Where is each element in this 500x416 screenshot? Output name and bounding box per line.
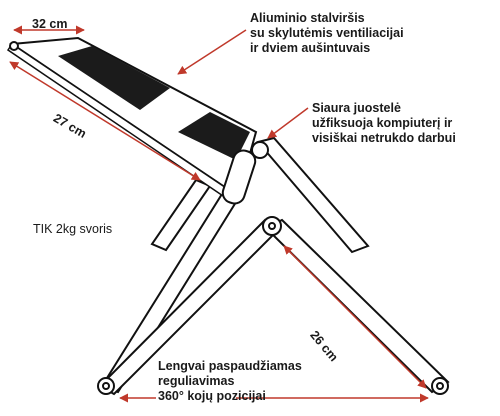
arrow-depth bbox=[9, 61, 201, 181]
pointer-strap bbox=[267, 107, 309, 139]
arrow-leg bbox=[283, 245, 427, 389]
pointer-tabletop bbox=[177, 29, 247, 75]
pivot-joints bbox=[9, 41, 449, 395]
strap-knob bbox=[251, 141, 269, 159]
strap-annotation: Siaura juostelė užfiksuoja kompiuterį ir… bbox=[312, 101, 456, 145]
tabletop-corner-pivot bbox=[9, 41, 19, 51]
pivot-joint-center-inner bbox=[268, 222, 276, 230]
dimension-arrows bbox=[9, 25, 429, 403]
foot-joint-left-inner bbox=[102, 382, 110, 390]
hinge-roller bbox=[221, 149, 257, 205]
stand-legs bbox=[98, 136, 450, 396]
weight-annotation: TIK 2kg svoris bbox=[33, 222, 113, 236]
foot-joint-right-inner bbox=[436, 382, 444, 390]
tabletop bbox=[6, 36, 269, 205]
tabletop-annotation: Aliuminio stalviršis su skylutėmis venti… bbox=[250, 11, 404, 55]
adjust-annotation: Lengvai paspaudžiamas reguliavimas 360° … bbox=[158, 359, 302, 403]
dimension-width-label: 32 cm bbox=[32, 17, 68, 31]
